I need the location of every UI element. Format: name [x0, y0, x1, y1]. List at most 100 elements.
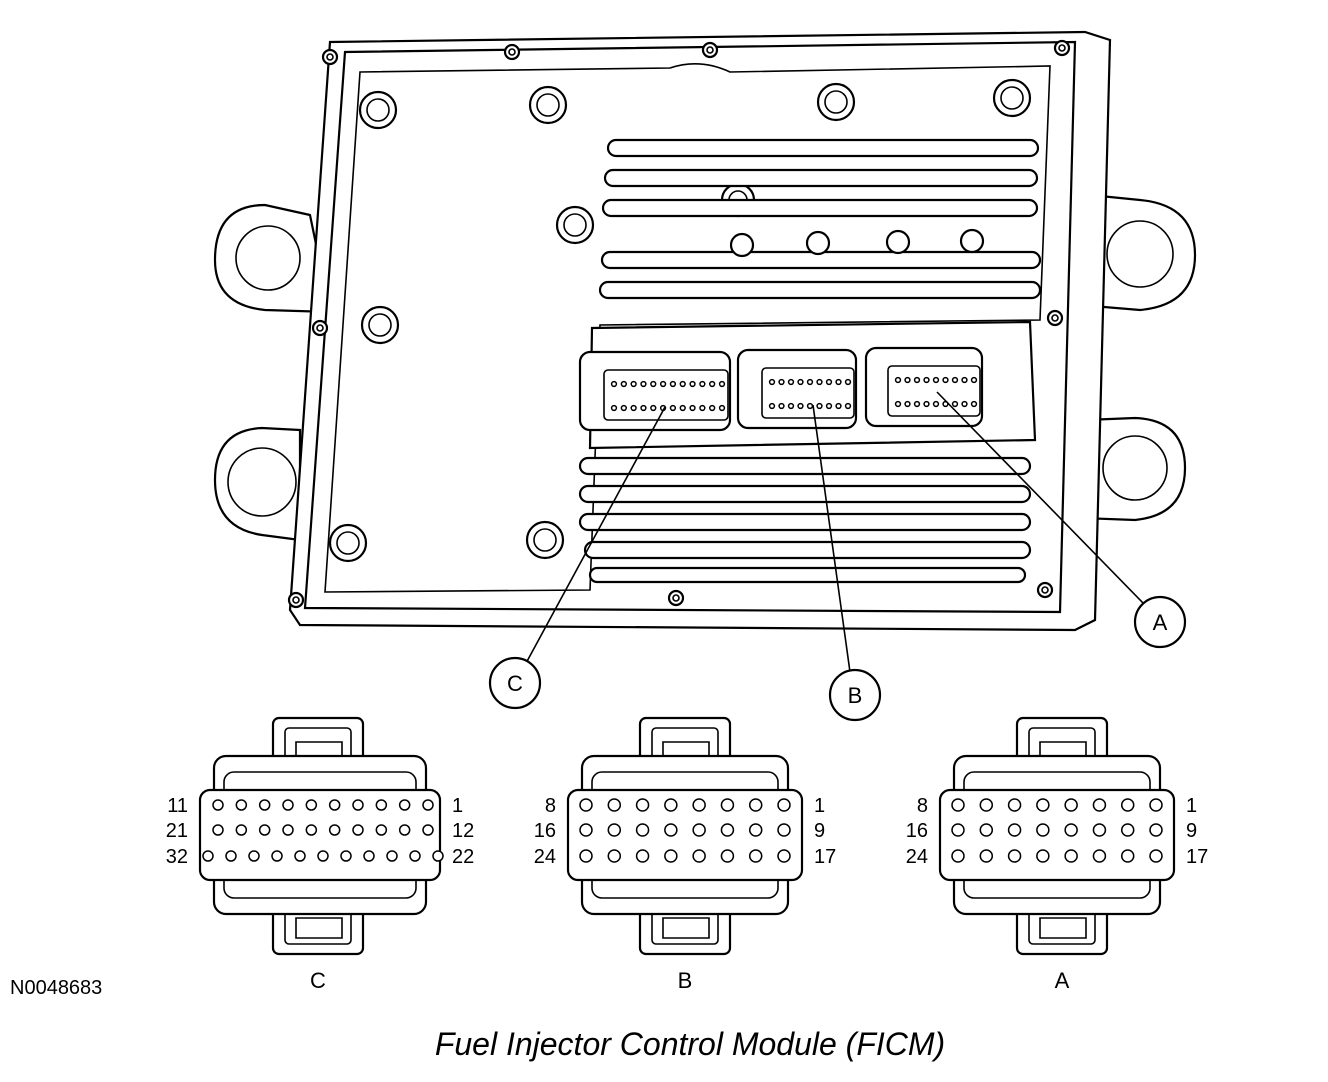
module-pin	[718, 404, 726, 412]
connector-pin	[979, 798, 994, 812]
pin-number-left: 8	[917, 795, 928, 817]
connector-pin	[258, 824, 271, 836]
ficm-module-illustration	[213, 30, 1197, 632]
connector-pin	[1036, 849, 1050, 863]
connector-pin	[375, 799, 388, 811]
connector-pin	[422, 799, 434, 811]
callout-c: C	[488, 656, 542, 710]
connector-pin	[271, 850, 283, 862]
module-pin	[894, 400, 902, 408]
connector-pin	[317, 850, 329, 862]
module-pin	[768, 402, 776, 410]
module-pin	[650, 380, 657, 388]
module-pin	[679, 380, 686, 388]
connector-pin	[398, 824, 411, 836]
connector-pin	[1007, 849, 1022, 863]
connector-pin	[777, 823, 791, 837]
cooling-fins-upper	[598, 138, 1042, 300]
module-screws	[287, 39, 1071, 609]
module-pin	[699, 404, 706, 412]
module-pin	[844, 402, 852, 410]
connector-pin	[579, 823, 593, 837]
connector-pin	[1092, 798, 1107, 812]
connector-pin	[1120, 849, 1135, 863]
module-pin	[816, 402, 823, 410]
module-pin	[835, 378, 842, 386]
module-connector-a	[864, 346, 984, 428]
module-pin	[610, 404, 618, 412]
connector-pin	[386, 850, 398, 862]
callout-c-label: C	[507, 671, 523, 696]
module-pin	[923, 376, 930, 384]
module-pin	[806, 402, 814, 410]
connector-pin	[777, 798, 791, 812]
connector-pin	[635, 823, 650, 837]
connector-pin	[225, 850, 237, 862]
connector-pin	[635, 849, 650, 863]
pin-number-left: 16	[906, 820, 928, 842]
connector-pin	[579, 798, 593, 812]
connector-pin	[432, 850, 444, 862]
connector-pin	[1064, 849, 1078, 863]
module-pin	[659, 380, 667, 388]
module-pin	[970, 376, 978, 384]
connector-pin	[258, 799, 271, 811]
module-pin	[961, 400, 968, 408]
module-pin	[951, 400, 959, 408]
connector-pin	[294, 850, 306, 862]
module-connector-c	[578, 350, 732, 432]
module-pin	[610, 380, 618, 388]
pin-number-right: 1	[452, 795, 463, 817]
module-pin	[970, 400, 978, 408]
diagram-caption: Fuel Injector Control Module (FICM)	[435, 1026, 945, 1062]
module-pin	[768, 378, 776, 386]
connector-pin	[692, 823, 706, 837]
module-pin	[894, 376, 902, 384]
pin-number-right: 22	[452, 846, 474, 868]
connector-pin	[328, 799, 341, 811]
module-pin	[797, 402, 804, 410]
module-pin	[689, 404, 696, 412]
module-pin	[806, 378, 814, 386]
connector-face-label: C	[310, 968, 326, 993]
module-pin	[825, 378, 833, 386]
connector-pin	[305, 799, 318, 811]
module-pin	[718, 380, 726, 388]
module-pin	[778, 378, 785, 386]
connector-pin	[1007, 798, 1022, 812]
module-pin	[816, 378, 823, 386]
connector-pin	[720, 823, 735, 837]
module-pin	[630, 404, 637, 412]
pin-number-left: 16	[534, 820, 556, 842]
connector-pin	[235, 799, 248, 811]
pin-number-left: 11	[167, 795, 188, 817]
module-pin	[650, 404, 657, 412]
connector-pin	[579, 849, 593, 863]
callout-a-label: A	[1153, 610, 1168, 635]
connector-pin	[1036, 798, 1050, 812]
connector-pin	[1092, 849, 1107, 863]
connector-pin	[777, 849, 791, 863]
connector-pin	[248, 850, 260, 862]
module-pin	[835, 402, 842, 410]
module-pin	[630, 380, 637, 388]
module-pin	[797, 378, 804, 386]
module-pin	[787, 378, 795, 386]
connector-pin	[282, 799, 294, 811]
module-pin	[640, 380, 647, 388]
pin-number-left: 21	[166, 820, 188, 842]
pin-number-left: 8	[545, 795, 556, 817]
module-pin	[951, 376, 959, 384]
connector-face-label: B	[678, 968, 693, 993]
connector-pin	[352, 799, 364, 811]
connector-pin	[607, 798, 622, 812]
callout-a: A	[1133, 595, 1187, 649]
connector-pin	[1120, 798, 1135, 812]
connector-pin	[1120, 823, 1135, 837]
connector-pin	[692, 798, 706, 812]
module-pin	[709, 404, 716, 412]
connector-pin	[422, 824, 434, 836]
cooling-fins-lower	[578, 456, 1032, 584]
